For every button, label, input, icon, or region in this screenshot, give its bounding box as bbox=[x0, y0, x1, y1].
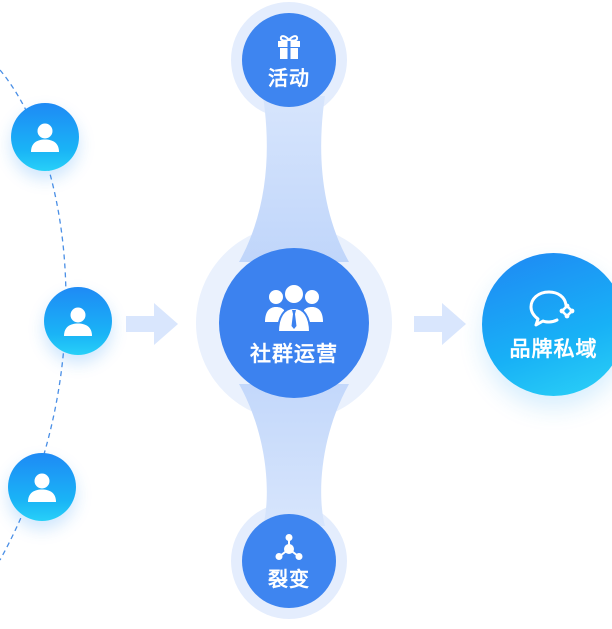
node-brand-private-domain: 品牌私域 bbox=[482, 253, 612, 396]
group-icon bbox=[265, 282, 323, 333]
user-avatar bbox=[8, 453, 76, 521]
node-activity-label: 活动 bbox=[268, 66, 310, 90]
node-community-operation: 社群运营 bbox=[219, 248, 369, 398]
node-activity: 活动 bbox=[242, 13, 336, 107]
flow-arrow-right bbox=[414, 303, 466, 345]
vertical-connector bbox=[239, 96, 349, 526]
network-icon bbox=[275, 534, 303, 560]
user-icon bbox=[28, 473, 56, 502]
user-avatar bbox=[11, 103, 79, 171]
user-icon bbox=[31, 123, 59, 152]
arrow-right-icon bbox=[414, 303, 466, 345]
arrow-right-icon bbox=[126, 303, 178, 345]
flow-arrow-left bbox=[126, 303, 178, 345]
gift-icon bbox=[278, 35, 300, 59]
user-icon bbox=[64, 307, 92, 336]
user-avatar bbox=[44, 287, 112, 355]
node-fission: 裂变 bbox=[242, 514, 336, 608]
node-brand-private-domain-label: 品牌私域 bbox=[509, 337, 598, 361]
node-fission-label: 裂变 bbox=[268, 567, 310, 591]
node-community-operation-label: 社群运营 bbox=[250, 341, 338, 366]
wechat-work-icon bbox=[529, 290, 574, 327]
